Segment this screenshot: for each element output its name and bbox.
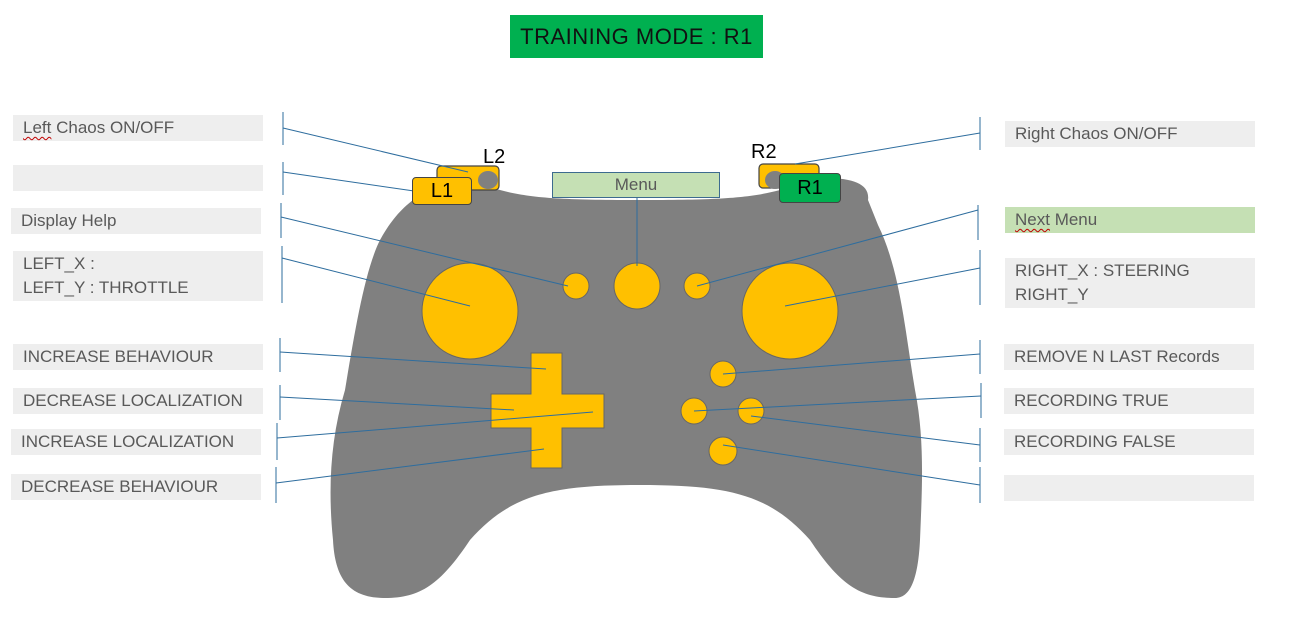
- label-right-chaos: Right Chaos ON/OFF: [1005, 121, 1255, 147]
- label-left-x: LEFT_X :: [23, 254, 95, 273]
- mode-title: TRAINING MODE : R1: [510, 15, 763, 58]
- left-stick: [421, 262, 519, 360]
- label-right-x: RIGHT_X : STEERING: [1015, 261, 1190, 280]
- l1-bumper[interactable]: L1: [412, 177, 472, 205]
- label-decrease-behaviour: DECREASE BEHAVIOUR: [11, 474, 261, 500]
- label-left-stick: LEFT_X : LEFT_Y : THROTTLE: [13, 251, 263, 301]
- next-menu-word: Next: [1015, 210, 1050, 229]
- face-button-bottom: [708, 436, 738, 466]
- right-brackets: [977, 117, 982, 503]
- help-button: [562, 272, 590, 300]
- r2-label: R2: [751, 141, 777, 163]
- dpad: [490, 352, 605, 469]
- left-brackets: [275, 112, 284, 503]
- controller-body: [330, 178, 923, 598]
- l2-label: L2: [483, 146, 506, 168]
- leader-lines: [275, 127, 982, 486]
- left-chaos-rest: Chaos ON/OFF: [51, 118, 175, 137]
- r1-bumper[interactable]: R1: [779, 173, 841, 203]
- label-left-y: LEFT_Y : THROTTLE: [23, 278, 189, 297]
- next-menu-rest: Menu: [1049, 210, 1098, 229]
- face-button-right: [737, 397, 765, 425]
- label-display-help: Display Help: [11, 208, 261, 234]
- label-l1-action: [13, 165, 263, 191]
- label-increase-localization: INCREASE LOCALIZATION: [11, 429, 261, 455]
- label-increase-behaviour: INCREASE BEHAVIOUR: [13, 344, 263, 370]
- left-chaos-word: Left: [23, 118, 52, 137]
- label-decrease-localization: DECREASE LOCALIZATION: [13, 388, 263, 414]
- label-right-y: RIGHT_Y: [1015, 285, 1089, 304]
- right-stick: [741, 262, 839, 360]
- label-remove-records: REMOVE N LAST Records: [1004, 344, 1254, 370]
- label-next-menu: Next Menu: [1005, 207, 1255, 233]
- label-bottom-empty: [1004, 475, 1254, 501]
- label-recording-true: RECORDING TRUE: [1004, 388, 1254, 414]
- label-left-chaos: Left Chaos ON/OFF: [13, 115, 263, 141]
- menu-button: [613, 262, 661, 310]
- label-recording-false: RECORDING FALSE: [1004, 429, 1254, 455]
- menu-label: Menu: [552, 172, 720, 198]
- label-right-stick: RIGHT_X : STEERING RIGHT_Y: [1005, 258, 1255, 308]
